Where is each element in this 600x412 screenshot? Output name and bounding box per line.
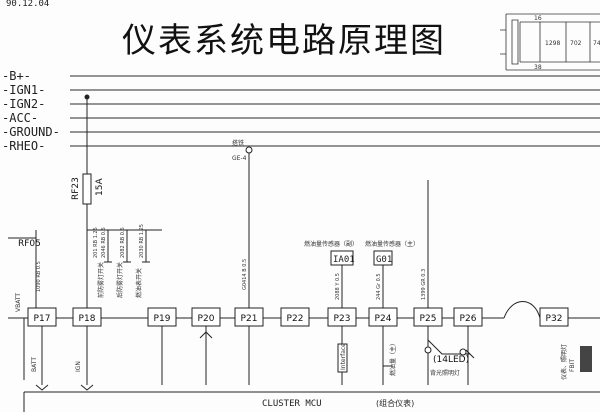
cluster-sub: (组合仪表) — [376, 398, 414, 408]
rail-label-1: -IGN1- — [2, 83, 45, 97]
note-p24: 燃油量（主） — [389, 340, 397, 376]
note-led: 背光照明灯 — [430, 369, 460, 377]
led-label: (14LED) — [433, 355, 469, 365]
connector-drawing — [500, 13, 600, 71]
connector-label-2: 702 — [570, 40, 582, 47]
pin-box-p22 — [280, 307, 310, 327]
fuse-rf23 — [82, 94, 92, 310]
p18-wire-b: 2082 RB 0.5 — [120, 227, 126, 258]
note-batt: BATT — [31, 357, 38, 372]
pin-label-p23: P23 — [334, 314, 351, 324]
cluster-label: CLUSTER MCU — [262, 399, 322, 409]
pin-label-p20: P20 — [198, 314, 215, 324]
note-front-fog: 前防雾灯开关 — [97, 262, 105, 298]
side-vbatt: VBATT — [15, 293, 22, 312]
splice-label: 搭铁 — [232, 139, 244, 147]
fuse-name: RF23 — [71, 177, 81, 200]
note-fuel-switch: 燃油表开关 — [135, 268, 143, 298]
fuse-rating: 15A — [95, 178, 105, 196]
connector-pin-top: 16 — [534, 15, 542, 22]
note-fuel-sub: 燃油量传感器（副） — [304, 240, 358, 248]
sensor-g01: G01 — [376, 255, 392, 265]
connector-pin-bottom: 38 — [534, 64, 542, 71]
ground-splice — [245, 146, 253, 310]
rail-label-5: -RHEO- — [2, 139, 45, 153]
note-ign: IGN — [75, 361, 82, 372]
p23-wire-label: 2088 Y 0.5 — [335, 273, 341, 300]
pin-label-p17: P17 — [34, 314, 51, 324]
pin-label-p32: P32 — [546, 314, 563, 324]
cluster-box — [23, 391, 600, 412]
pin-box-p32 — [539, 307, 569, 327]
rf05-wire-label: 1090 RB 0.5 — [36, 261, 42, 292]
p18-wire-a: 2046 RB 0.5 — [101, 227, 107, 258]
p21-wire-label: G0414 B 0.5 — [242, 259, 248, 290]
sensor-boxes — [330, 180, 429, 310]
pin-label-p18: P18 — [79, 314, 96, 324]
note-fuel-main: 燃油量传感器（主） — [365, 240, 419, 248]
p18-wire-c: 2030 RB 1.25 — [139, 224, 145, 258]
fuse-wire-label: 201 RB 1.25 — [93, 227, 99, 258]
lamp-id: FBIT — [569, 359, 576, 372]
rail-label-2: -IGN2- — [2, 97, 45, 111]
rail-label-4: -GROUND- — [2, 125, 60, 139]
cluster-drops — [35, 326, 475, 391]
note-right: 仪表、照明灯 — [560, 344, 568, 380]
p24-wire-label: 244 Gr 0.5 — [376, 273, 382, 300]
note-rear-fog: 后防雾灯开关 — [116, 262, 124, 298]
power-rails: -B+--IGN1--IGN2--ACC--GROUND--RHEO- — [2, 69, 600, 153]
rail-label-0: -B+- — [2, 69, 31, 83]
pin-label-p26: P26 — [460, 314, 477, 324]
p25-wire-label: 1399 GR 0.3 — [421, 269, 427, 300]
pin-label-p24: P24 — [375, 314, 392, 324]
pin-label-p22: P22 — [287, 314, 304, 324]
sensor-ia01: IA01 — [333, 255, 355, 265]
lamp-symbol: FBIT 仪表、照明灯 — [560, 344, 592, 380]
connector-label-3: 74 — [593, 40, 600, 47]
pin-boxes: P17 P18 P19 P20 P21 P22 P23 P24 P25 P26 P32 — [27, 307, 569, 327]
rf05-label: RF05 — [18, 239, 41, 249]
diagram-title: 仪表系统电路原理图 — [122, 21, 446, 61]
pin-label-p19: P19 — [154, 314, 171, 324]
rail-label-3: -ACC- — [2, 111, 38, 125]
date-stamp: 90.12.04 — [6, 0, 49, 9]
p18-branches — [87, 229, 162, 263]
rf05-wire — [8, 230, 37, 310]
pin-label-p25: P25 — [420, 314, 437, 324]
note-interface: Interface — [340, 343, 347, 370]
connector-label-1: 1298 — [545, 40, 560, 47]
pin-label-p21: P21 — [241, 314, 258, 324]
splice-sub: GE-4 — [232, 155, 247, 162]
